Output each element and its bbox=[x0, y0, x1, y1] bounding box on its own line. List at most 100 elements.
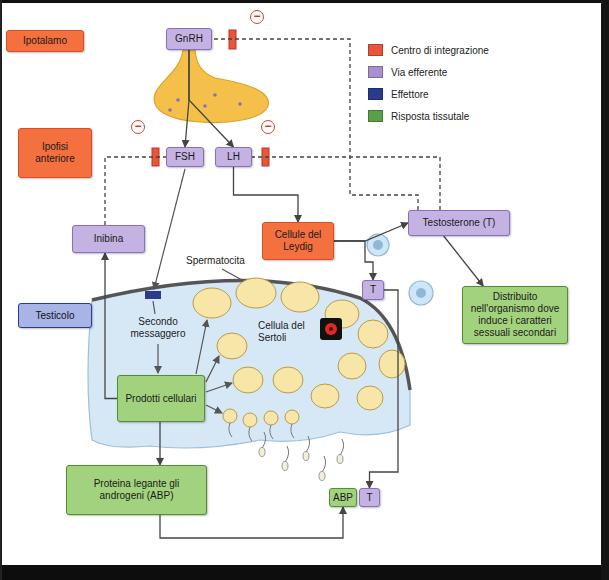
legend-text: Via efferente bbox=[391, 67, 447, 78]
box-text: Testosterone (T) bbox=[423, 217, 496, 229]
legend-row: Centro di integrazione bbox=[368, 44, 489, 56]
response-box: Distribuito nell'organismo dove induce i… bbox=[462, 286, 568, 344]
inhibition-sign: − bbox=[131, 120, 145, 134]
spermatid bbox=[285, 410, 299, 424]
flow-connector bbox=[334, 241, 373, 280]
hormone-granule bbox=[213, 93, 217, 97]
frame-bar bbox=[0, 0, 2, 580]
germ-cell bbox=[233, 367, 263, 393]
germ-cell bbox=[273, 367, 303, 393]
germ-cell bbox=[311, 384, 339, 408]
signal-line bbox=[153, 301, 155, 314]
sperm-head bbox=[337, 455, 343, 464]
feedback-connector bbox=[212, 39, 418, 210]
box-text: Ipotalamo bbox=[23, 35, 67, 47]
hormone-box: Inibina bbox=[72, 225, 145, 253]
legend-swatch bbox=[368, 44, 383, 56]
sperm-tail bbox=[229, 423, 232, 437]
legend-row: Risposta tissutale bbox=[368, 110, 469, 122]
germ-cell bbox=[358, 320, 388, 348]
sperm-tail bbox=[306, 436, 310, 452]
hormone-granule bbox=[238, 102, 242, 106]
response-box: ABP bbox=[329, 488, 357, 507]
legend-swatch bbox=[368, 88, 383, 100]
legend-row: Effettore bbox=[368, 88, 429, 100]
integration-box: Cellule del Leydig bbox=[262, 222, 334, 260]
testosterone-molecule bbox=[373, 240, 383, 250]
box-text: LH bbox=[227, 151, 240, 163]
cursor-icon bbox=[320, 318, 342, 340]
hormone-granule bbox=[203, 104, 207, 108]
testosterone-molecule bbox=[367, 234, 389, 256]
fsh-arrow bbox=[154, 169, 185, 289]
signal-arrow bbox=[157, 344, 158, 373]
fsh-receptor bbox=[145, 291, 161, 299]
hormone-box: T bbox=[359, 488, 380, 507]
product-arrow bbox=[196, 320, 207, 374]
germ-cell bbox=[236, 278, 276, 308]
sperm-tail bbox=[270, 425, 273, 439]
frame-bar bbox=[0, 0, 609, 3]
sperm-head bbox=[259, 448, 265, 457]
legend-row: Via efferente bbox=[368, 66, 447, 78]
germ-cell bbox=[193, 288, 231, 318]
box-text: Prodotti cellulari bbox=[125, 393, 196, 405]
legend-swatch bbox=[368, 66, 383, 78]
flow-connector bbox=[159, 422, 160, 465]
part-label: Secondo messaggero bbox=[128, 316, 188, 340]
inhibition-sign: − bbox=[261, 120, 275, 134]
sperm-tail bbox=[285, 446, 289, 462]
hormone-box: GnRH bbox=[166, 28, 212, 50]
inhibition-sign: − bbox=[250, 10, 264, 24]
sperm-tail bbox=[249, 427, 252, 441]
cursor-icon bbox=[329, 327, 333, 331]
response-box: Prodotti cellulari bbox=[117, 375, 205, 422]
flow-connector bbox=[189, 50, 234, 147]
hormone-box: LH bbox=[215, 147, 252, 167]
sperm-tail bbox=[340, 439, 344, 455]
testosterone-molecule bbox=[416, 288, 426, 298]
sperm-head bbox=[319, 472, 325, 481]
box-text: Distribuito nell'organismo dove induce i… bbox=[468, 291, 562, 338]
legend-text: Risposta tissutale bbox=[391, 111, 469, 122]
spermatid bbox=[243, 413, 257, 427]
germ-cell bbox=[338, 353, 366, 379]
box-text: Ipofisi anteriore bbox=[24, 141, 86, 165]
sperm-head bbox=[282, 462, 288, 471]
hormone-granule bbox=[176, 98, 180, 102]
integration-box: Ipotalamo bbox=[6, 30, 84, 52]
germ-cell bbox=[379, 350, 405, 378]
germ-cell bbox=[357, 386, 383, 410]
part-label: Cellula del Sertoli bbox=[258, 320, 318, 344]
frame-bar bbox=[601, 0, 609, 580]
box-text: Cellule del Leydig bbox=[268, 229, 328, 253]
sperm-tail bbox=[262, 432, 266, 448]
flow-connector bbox=[444, 236, 484, 286]
response-box: Proteina legante gli androgeni (ABP) bbox=[66, 465, 207, 515]
germ-cell bbox=[281, 282, 319, 312]
box-text: ABP bbox=[333, 492, 353, 504]
legend-text: Effettore bbox=[391, 89, 429, 100]
spermatid bbox=[223, 409, 237, 423]
part-label: Spermatocita bbox=[186, 255, 245, 267]
box-text: Testicolo bbox=[36, 310, 75, 322]
box-text: Inibina bbox=[94, 233, 123, 245]
hormone-granule bbox=[168, 108, 172, 112]
hormone-box: T bbox=[362, 280, 384, 300]
leader-line bbox=[222, 269, 242, 280]
product-arrow bbox=[206, 405, 222, 413]
flow-connector bbox=[334, 223, 408, 241]
sperm-tail bbox=[291, 424, 294, 438]
pituitary-gland bbox=[154, 50, 268, 122]
legend-swatch bbox=[368, 110, 383, 122]
box-text: Proteina legante gli androgeni (ABP) bbox=[72, 478, 201, 502]
germ-cell bbox=[217, 333, 247, 359]
sperm-head bbox=[303, 452, 309, 461]
effector-box: Testicolo bbox=[18, 303, 92, 328]
box-text: T bbox=[366, 492, 372, 504]
integration-box: Ipofisi anteriore bbox=[18, 128, 92, 178]
feedback-connector bbox=[252, 157, 440, 210]
product-arrow bbox=[206, 356, 219, 382]
flow-connector bbox=[370, 290, 399, 488]
testosterone-molecule bbox=[409, 281, 433, 305]
